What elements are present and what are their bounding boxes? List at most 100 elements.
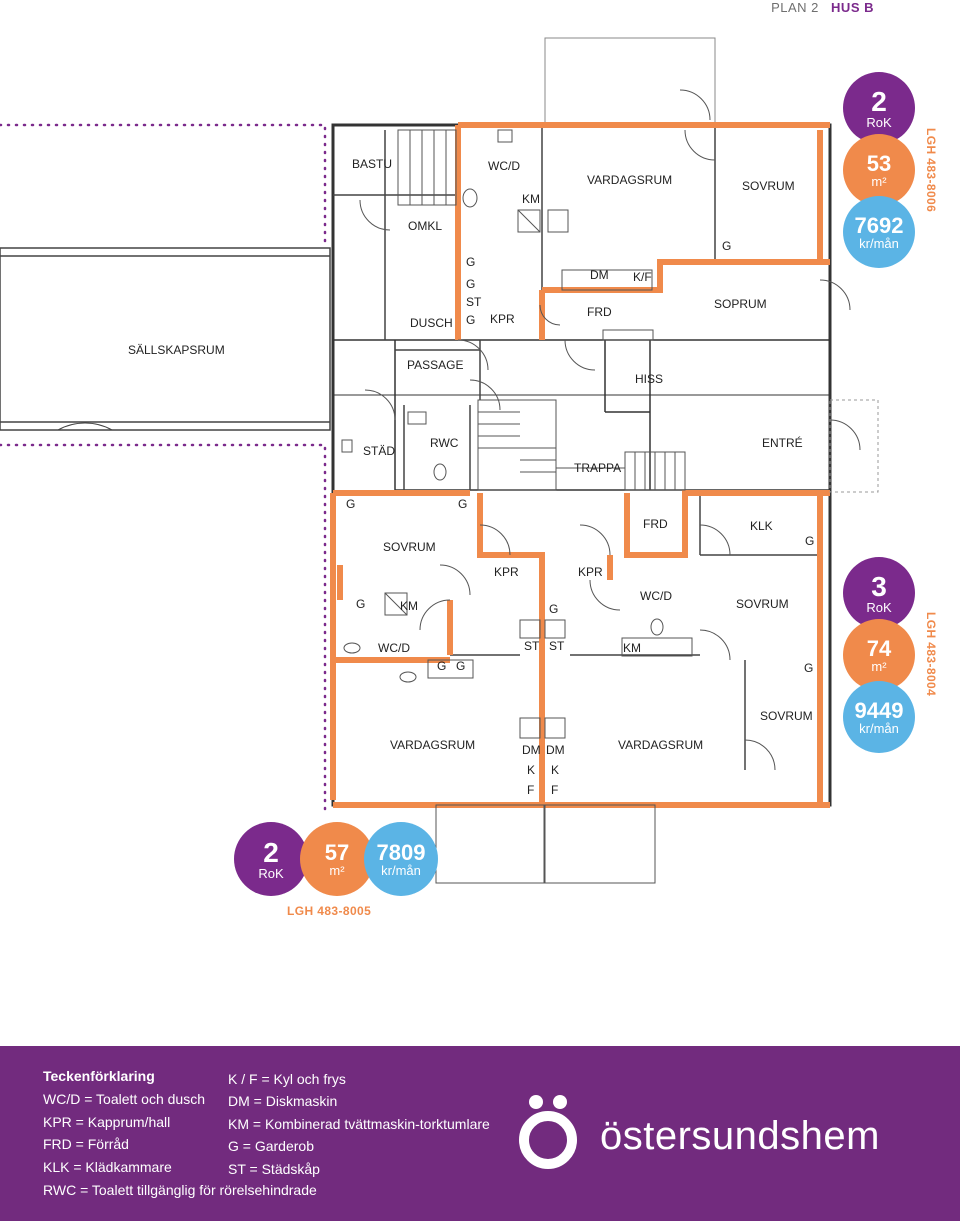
unit-bottom-rent-badge: 7809 kr/mån: [364, 822, 438, 896]
unit-bottom-area-unit: m²: [329, 862, 345, 878]
label-hiss: HISS: [635, 372, 663, 386]
legend-panel: Teckenförklaring WC/D = Toalett och dusc…: [0, 1046, 960, 1221]
label-dm-l: DM: [522, 743, 541, 757]
label-k-r: K: [551, 763, 559, 777]
legend-klk: KLK = Klädkammare: [43, 1159, 172, 1175]
legend-kf: K / F = Kyl och frys: [228, 1071, 346, 1087]
legend-g: G = Garderob: [228, 1138, 314, 1154]
unit-right-area-badge: 74 m²: [843, 619, 915, 691]
label-g-km-left: G: [356, 597, 365, 611]
legend-title: Teckenförklaring: [43, 1068, 155, 1084]
partitions: [333, 125, 820, 770]
label-kf-top: K/F: [633, 270, 652, 284]
label-wcd-top: WC/D: [488, 159, 520, 173]
unit-right-rent-unit: kr/mån: [859, 720, 899, 736]
label-g-r3: G: [804, 661, 813, 675]
label-g3: G: [466, 313, 475, 327]
label-stad: STÄD: [363, 444, 395, 458]
label-rwc: RWC: [430, 436, 459, 450]
label-dm-r: DM: [546, 743, 565, 757]
label-km-top: KM: [522, 192, 540, 206]
sallskapsrum-block: [0, 247, 331, 431]
fixtures: [341, 129, 693, 739]
unit-bottom-lgh: LGH 483-8005: [287, 904, 372, 918]
unit-right-rent-badge: 9449 kr/mån: [843, 681, 915, 753]
brand-logo-icon: [519, 1095, 577, 1169]
brand-name: östersundshem: [600, 1114, 880, 1158]
label-f-r: F: [551, 783, 558, 797]
unit-bottom-rooms: 2: [263, 836, 279, 868]
label-soprum: SOPRUM: [714, 297, 767, 311]
unit-bottom-rent: 7809: [376, 839, 426, 865]
page-header: PLAN 2 HUS B: [771, 0, 874, 15]
legend-rwc: RWC = Toalett tillgänglig för rörelsehin…: [43, 1182, 317, 1198]
unit-right-rok: RoK: [866, 599, 892, 615]
unit-top-rent-badge: 7692 kr/mån: [843, 196, 915, 268]
building-label: HUS B: [831, 0, 874, 15]
unit-right-area-unit: m²: [871, 658, 887, 674]
floor-plan: BASTU OMKL WC/D KM VARDAGSRUM SOVRUM G G…: [0, 37, 879, 884]
label-g-l2: G: [458, 497, 467, 511]
site-boundary: [0, 123, 327, 817]
label-kpr-r: KPR: [578, 565, 603, 579]
label-f-l: F: [527, 783, 534, 797]
unit-top-area-badge: 53 m²: [843, 134, 915, 206]
unit-top-area-unit: m²: [871, 173, 887, 189]
unit-bottom-area-badge: 57 m²: [300, 822, 374, 896]
label-g-gl1: G: [437, 659, 446, 673]
label-g-klk: G: [805, 534, 814, 548]
label-km-right: KM: [623, 641, 641, 655]
label-passage: PASSAGE: [407, 358, 463, 372]
unit-right-rooms: 3: [871, 570, 887, 602]
label-g1: G: [466, 255, 475, 269]
unit-top-rooms: 2: [871, 85, 887, 117]
label-kpr-l: KPR: [494, 565, 519, 579]
label-k-l: K: [527, 763, 535, 777]
unit-right-rooms-badge: 3 RoK: [843, 557, 915, 629]
label-omkl: OMKL: [408, 219, 442, 233]
unit-bottom-area: 57: [324, 839, 350, 865]
staircase-omkl: [397, 129, 457, 206]
legend-dm: DM = Diskmaskin: [228, 1093, 338, 1109]
label-st-r: ST: [549, 639, 565, 653]
label-frd-mid: FRD: [643, 517, 668, 531]
label-g2: G: [466, 277, 475, 291]
unit-right-area: 74: [866, 635, 892, 661]
legend-frd: FRD = Förråd: [43, 1136, 129, 1152]
label-dusch: DUSCH: [410, 316, 453, 330]
label-st1: ST: [466, 295, 482, 309]
legend-km: KM = Kombinerad tvättmaskin-torktumlare: [228, 1116, 490, 1132]
label-dm-top: DM: [590, 268, 609, 282]
label-frd-top: FRD: [587, 305, 612, 319]
entry-canopy: [829, 399, 879, 493]
label-sovrum-right: SOVRUM: [736, 597, 789, 611]
label-entre: ENTRÉ: [762, 435, 803, 450]
unit-bottom-rok: RoK: [258, 865, 284, 881]
unit-top-rok: RoK: [866, 114, 892, 130]
label-bastu: BASTU: [352, 157, 392, 171]
top-balcony: [544, 37, 716, 125]
label-vardagsrum-top: VARDAGSRUM: [587, 173, 672, 187]
label-kpr-top: KPR: [490, 312, 515, 326]
label-vardagsrum-right: VARDAGSRUM: [618, 738, 703, 752]
unit-top-area: 53: [866, 150, 892, 176]
unit-top-lgh: LGH 483-8006: [924, 128, 938, 213]
label-g-mid: G: [549, 602, 558, 616]
label-g-top: G: [722, 239, 731, 253]
bottom-balconies: [435, 804, 656, 884]
label-wcd-left: WC/D: [378, 641, 410, 655]
unit-right-rent: 9449: [854, 697, 904, 723]
label-sallskapsrum: SÄLLSKAPSRUM: [128, 343, 225, 357]
label-trappa: TRAPPA: [574, 461, 621, 475]
door-swings: [359, 89, 861, 771]
plan-label: PLAN 2: [771, 0, 819, 15]
label-st-l: ST: [524, 639, 540, 653]
label-sovrum-top: SOVRUM: [742, 179, 795, 193]
label-g-l1: G: [346, 497, 355, 511]
label-klk: KLK: [750, 519, 773, 533]
legend-st: ST = Städskåp: [228, 1161, 320, 1177]
legend-wcd: WC/D = Toalett och dusch: [43, 1091, 205, 1107]
label-vardagsrum-left: VARDAGSRUM: [390, 738, 475, 752]
room-labels: BASTU OMKL WC/D KM VARDAGSRUM SOVRUM G G…: [128, 157, 814, 797]
label-sovrum-left: SOVRUM: [383, 540, 436, 554]
